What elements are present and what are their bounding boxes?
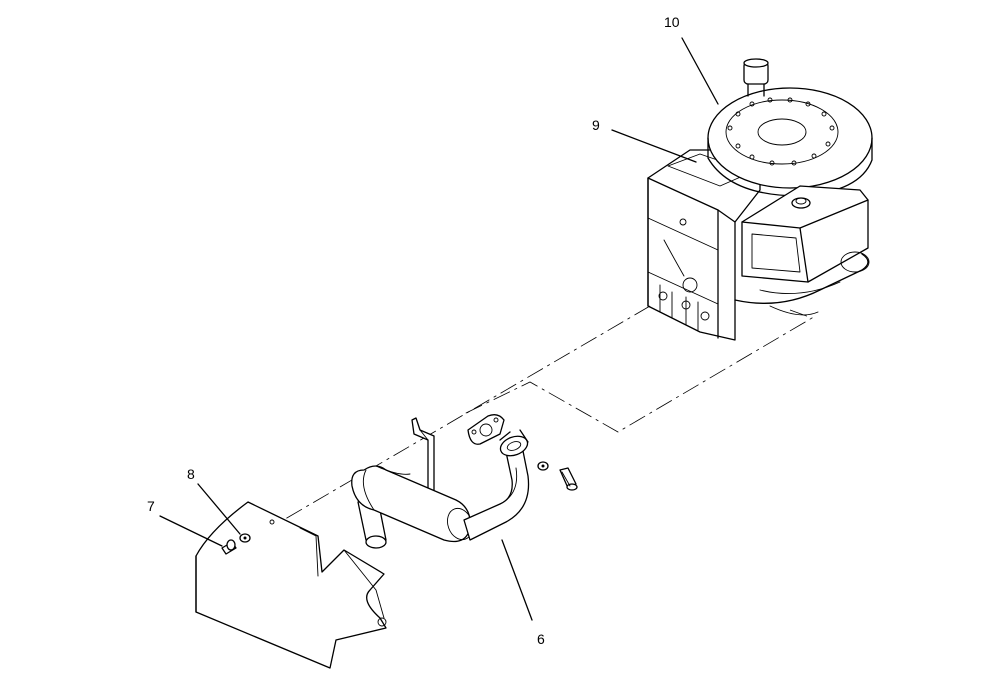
flywheel-holes bbox=[727, 97, 835, 166]
callout-8: 8 bbox=[187, 466, 195, 482]
callout-6: 6 bbox=[537, 631, 545, 647]
callout-10: 10 bbox=[664, 14, 680, 30]
callout-7: 7 bbox=[147, 498, 155, 514]
exhaust-bolt bbox=[537, 461, 578, 491]
callout-9: 9 bbox=[592, 117, 600, 133]
exhaust-gasket bbox=[467, 414, 505, 445]
heat-shield bbox=[195, 501, 387, 669]
shield-washer bbox=[239, 519, 275, 543]
leader-lines bbox=[159, 37, 719, 621]
muffler bbox=[351, 429, 530, 549]
engine-assembly bbox=[647, 58, 873, 341]
shield-screw bbox=[221, 539, 237, 555]
